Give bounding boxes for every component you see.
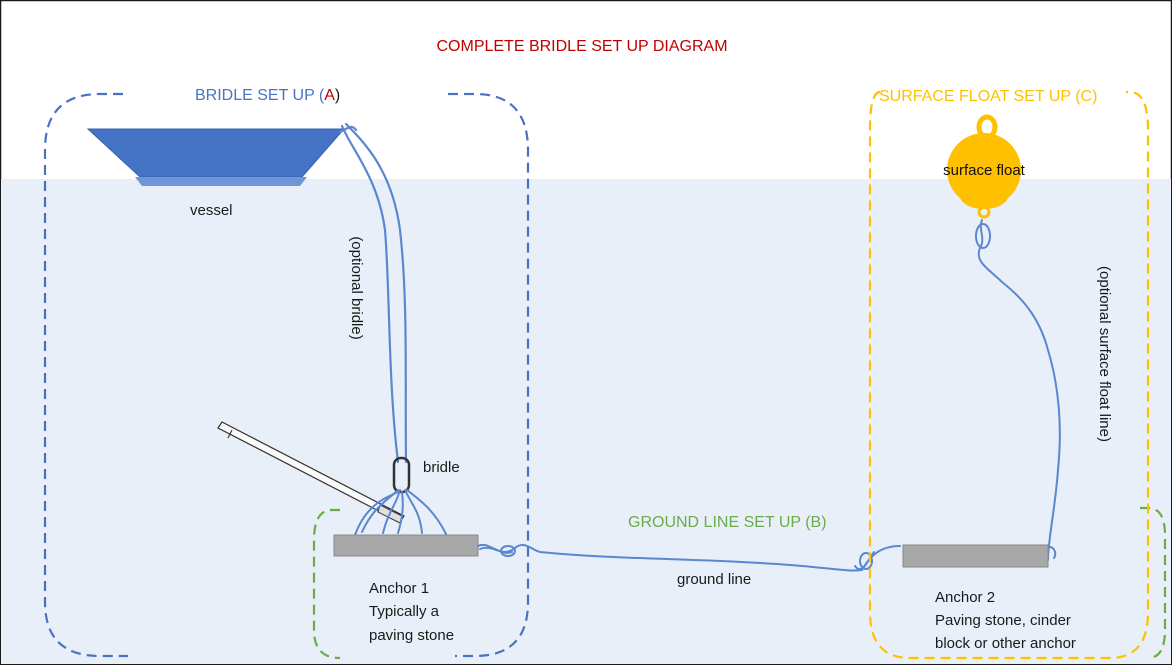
section-a-title: BRIDLE SET UP (A) <box>195 87 340 104</box>
section-a-boundary <box>43 92 530 658</box>
optional-bridle-line <box>338 122 408 464</box>
optional-bridle-label: (optional bridle) <box>348 236 365 339</box>
anchor-1-line-2: Typically a <box>369 603 440 620</box>
ground-line <box>477 543 901 572</box>
vessel <box>86 128 346 186</box>
anchor-2 <box>902 544 1049 568</box>
anchor-1 <box>333 534 479 557</box>
vessel-label: vessel <box>190 202 233 219</box>
anchor-2-line-1: Anchor 2 <box>935 589 995 606</box>
section-b-title: GROUND LINE SET UP (B) <box>628 514 827 531</box>
anchor-1-line-1: Anchor 1 <box>369 580 429 597</box>
bridle-label: bridle <box>423 459 460 476</box>
surface-float-label: surface float <box>943 162 1026 179</box>
surface-float <box>947 114 1021 219</box>
section-c-title: SURFACE FLOAT SET UP (C) <box>879 88 1097 105</box>
diagram-title: COMPLETE BRIDLE SET UP DIAGRAM <box>436 38 727 55</box>
bridle-legs <box>354 489 447 536</box>
water-area <box>1 179 1171 664</box>
ground-line-label: ground line <box>677 571 751 588</box>
section-c-boundary <box>868 90 1150 660</box>
section-b-boundary <box>312 506 1167 660</box>
anchor-2-line-3: block or other anchor <box>935 635 1076 652</box>
optional-float-line-label: (optional surface float line) <box>1096 266 1113 442</box>
anchor-1-line-3: paving stone <box>369 627 454 644</box>
anchor-2-line-2: Paving stone, cinder <box>935 612 1071 629</box>
